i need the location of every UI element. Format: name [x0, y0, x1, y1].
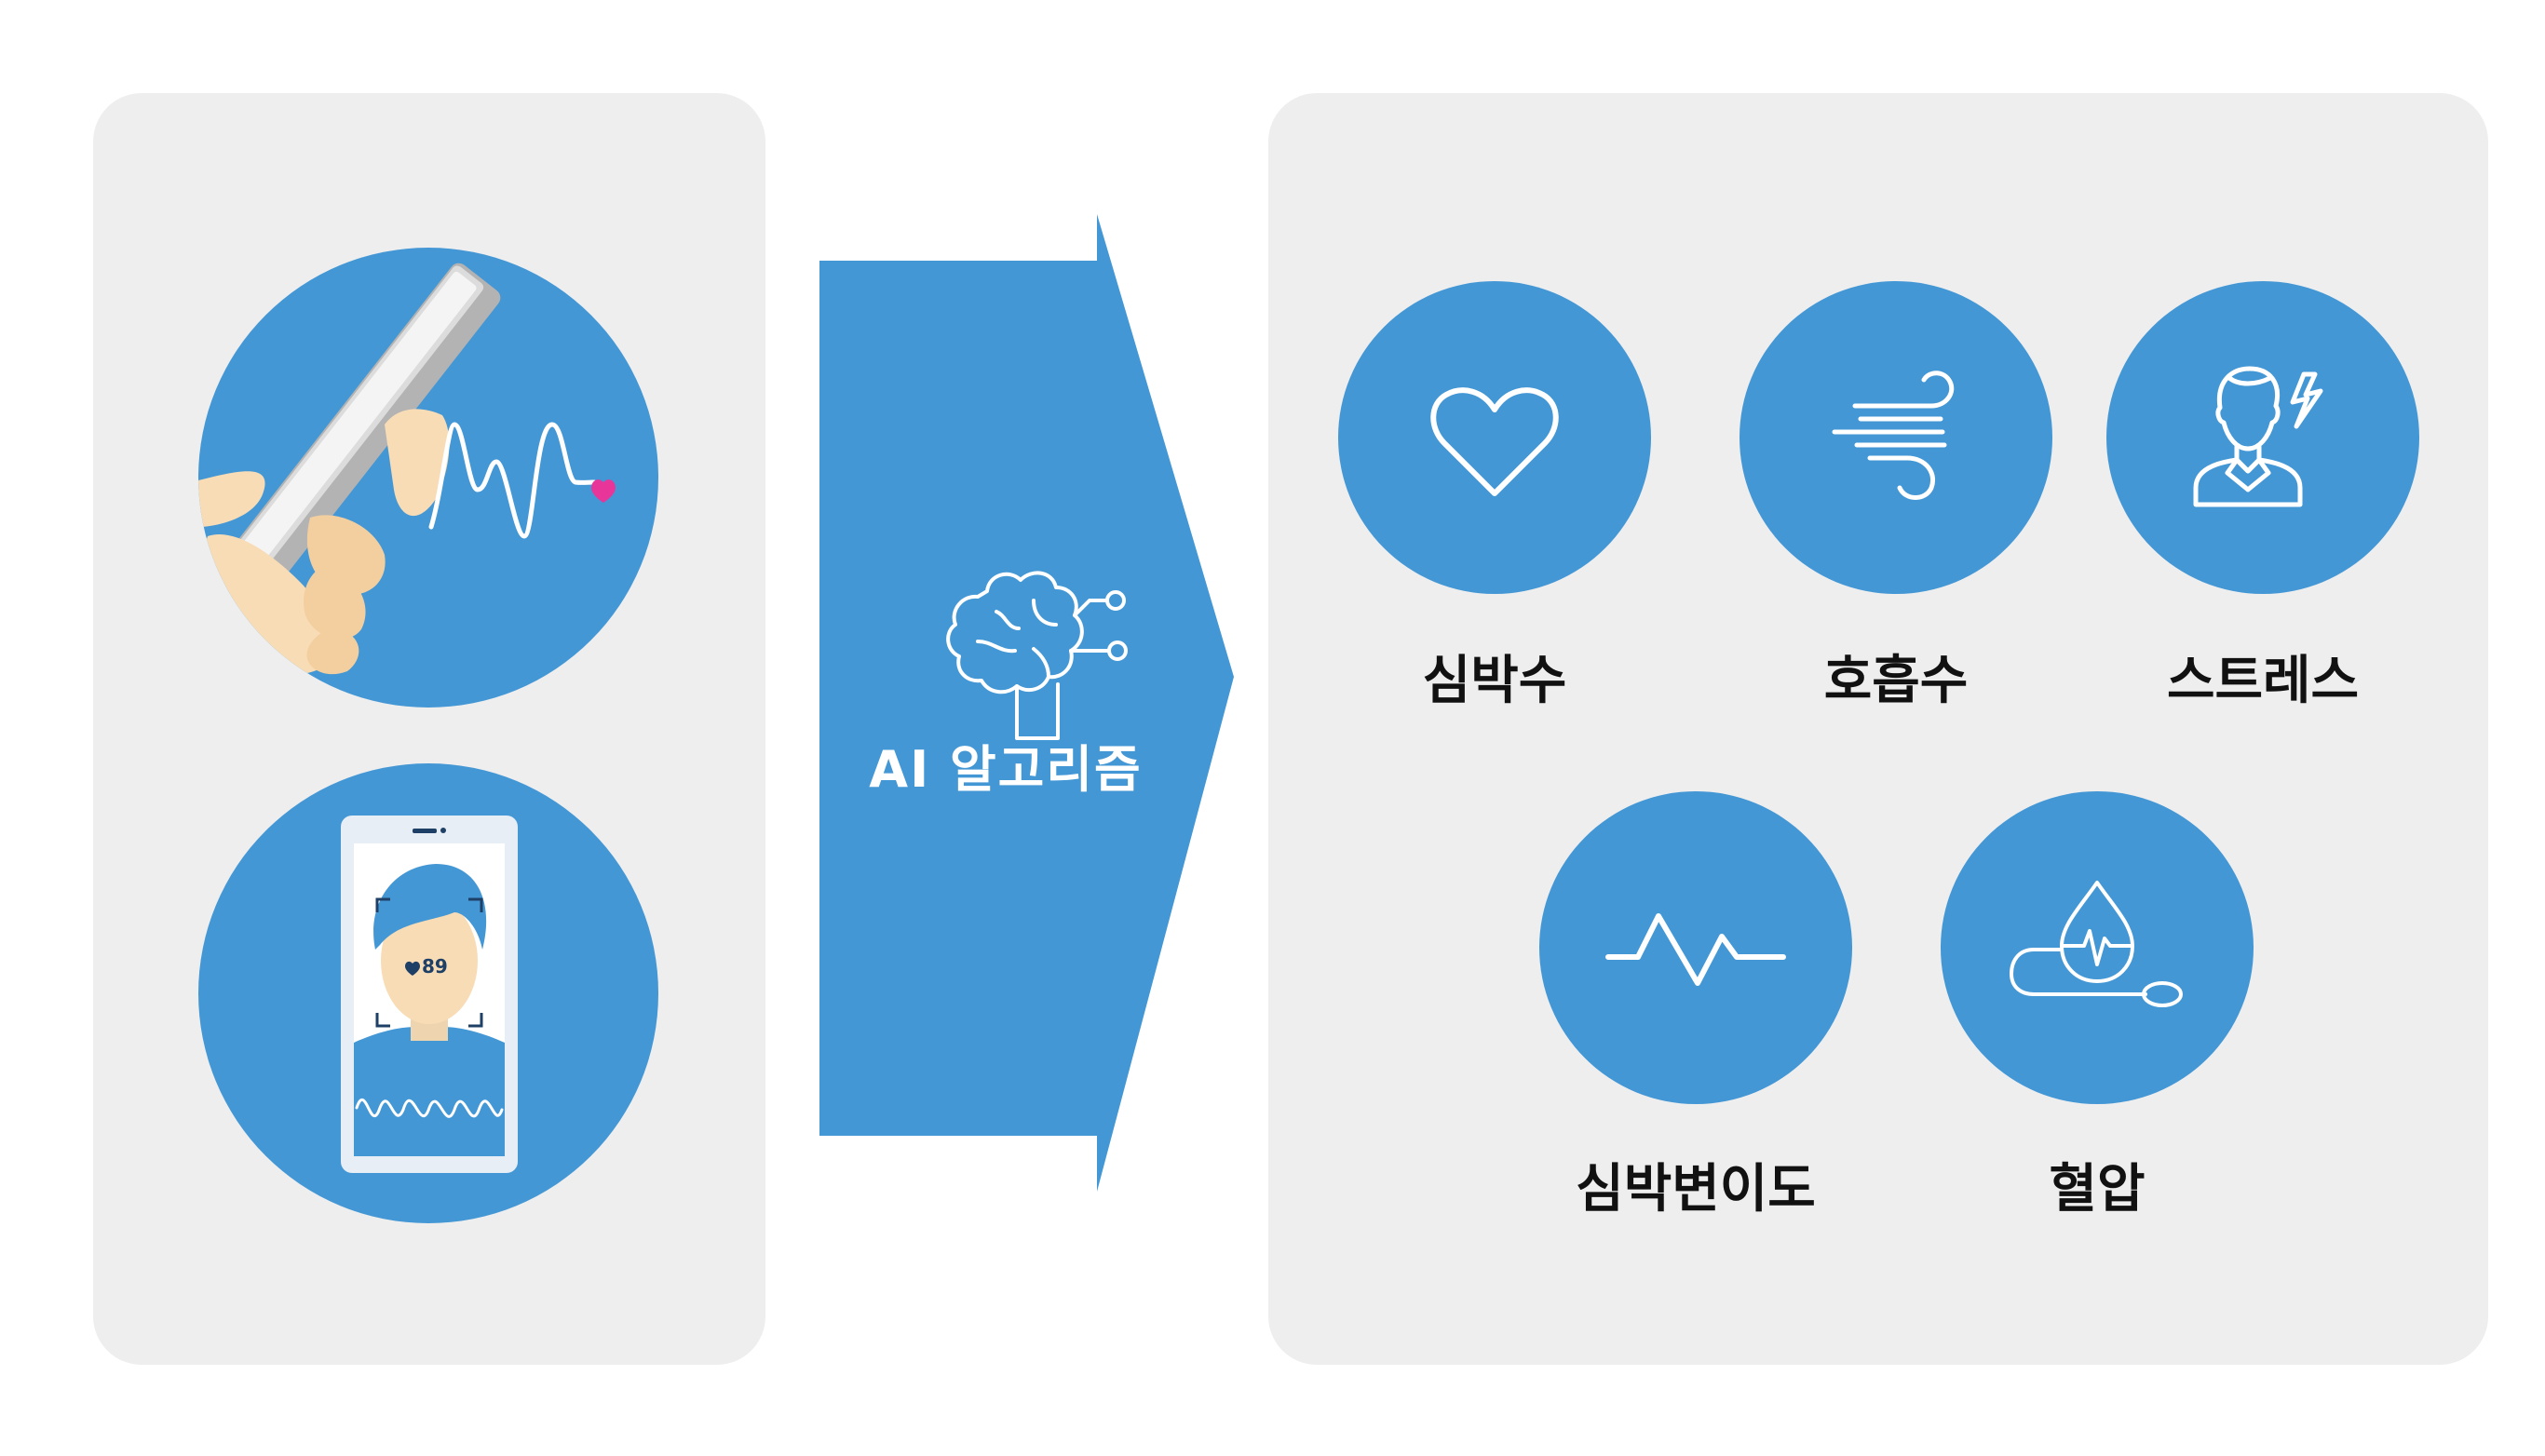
- ecg-wave-icon: [1605, 913, 1786, 986]
- hrv-label: 심박변이도: [1576, 1159, 1816, 1220]
- stressed-person-icon: [2193, 366, 2323, 507]
- phone-face-scan-icon: [341, 816, 518, 1173]
- stress-circle: [2106, 281, 2419, 594]
- ai-algorithm-label: AI 알고리즘: [869, 740, 1143, 799]
- hrv-circle: [1539, 791, 1852, 1104]
- ai-algorithm-arrow: [819, 214, 1234, 1192]
- brain-network-icon: [946, 571, 1128, 740]
- heart-rate-reading: 89: [422, 955, 448, 977]
- fingertip-measurement-circle: [198, 248, 658, 708]
- blood-pressure-circle: [1941, 791, 2254, 1104]
- heart-rate-circle: [1338, 281, 1651, 594]
- stress-label: 스트레스: [2166, 651, 2360, 711]
- face-scan-measurement-circle: [198, 763, 658, 1223]
- wind-icon: [1832, 371, 1955, 500]
- respiratory-rate-circle: [1740, 281, 2052, 594]
- heart-rate-label: 심박수: [1422, 651, 1567, 711]
- heart-icon: [1430, 387, 1559, 496]
- blood-pressure-drop-icon: [2010, 881, 2183, 1007]
- blood-pressure-label: 혈압: [2049, 1159, 2146, 1220]
- respiratory-rate-label: 호흡수: [1823, 651, 1969, 711]
- hand-holding-phone-icon: [198, 263, 616, 677]
